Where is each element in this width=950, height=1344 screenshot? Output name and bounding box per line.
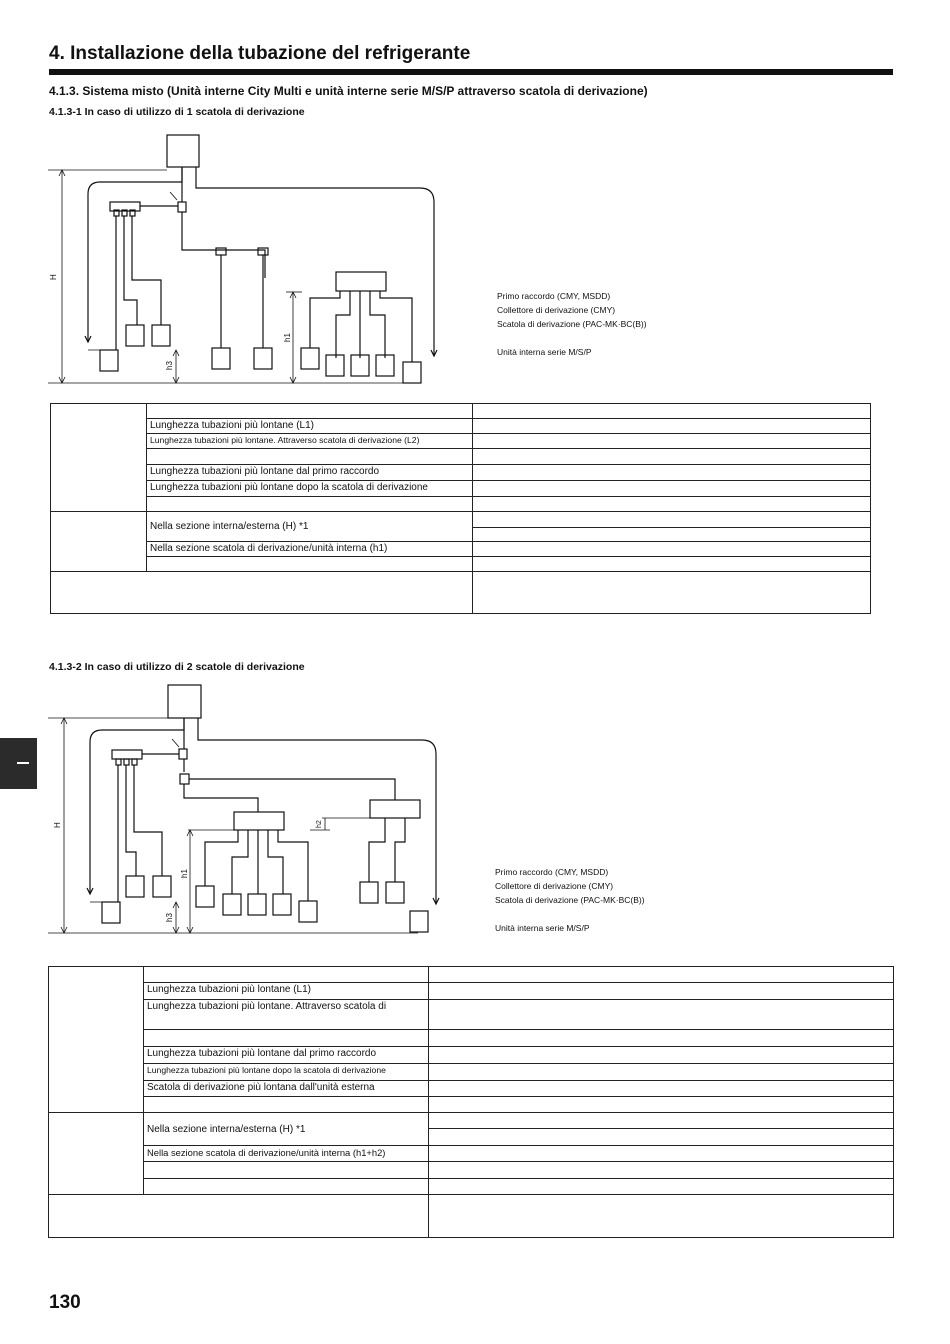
table-cell: Nella sezione interna/esterna (H) *1	[146, 511, 473, 542]
indoor-unit	[359, 881, 379, 904]
label-h2: h2	[316, 820, 323, 828]
piping-diagram-2: H h3 h2 h1	[48, 684, 440, 934]
branch-header	[111, 749, 143, 760]
legend-item: Primo raccordo (CMY, MSDD)	[495, 867, 609, 877]
table-cell: Nella sezione interna/esterna (H) *1	[143, 1112, 429, 1146]
indoor-unit	[253, 347, 273, 370]
outdoor-unit	[167, 684, 202, 719]
label-h3: h3	[165, 361, 174, 370]
section-title: 4.1.3. Sistema misto (Unità interne City…	[49, 84, 648, 98]
language-tab	[0, 738, 37, 789]
legend-1: Primo raccordo (CMY, MSDD) Collettore di…	[497, 289, 647, 359]
branch-joint	[257, 247, 269, 256]
table-cell	[143, 1029, 429, 1047]
indoor-unit	[402, 361, 422, 384]
label-h3: h3	[165, 913, 174, 922]
outdoor-unit	[166, 134, 200, 168]
indoor-unit	[151, 324, 171, 347]
table-group-cell	[50, 403, 147, 512]
legend-item: Collettore di derivazione (CMY)	[495, 881, 614, 891]
tab-mark	[17, 762, 29, 764]
table-cell: Scatola di derivazione più lontana dall'…	[143, 1080, 429, 1097]
indoor-unit	[195, 885, 215, 908]
indoor-unit	[125, 875, 145, 898]
page-number: 130	[49, 1292, 81, 1313]
branch-joint	[215, 247, 227, 256]
table-cell: Lunghezza tubazioni più lontane dal prim…	[143, 1046, 429, 1064]
indoor-unit	[99, 349, 119, 372]
table-cell	[143, 1096, 429, 1113]
table-cell	[146, 496, 473, 512]
indoor-unit	[375, 354, 395, 377]
table-group-cell	[50, 511, 147, 572]
title-rule	[49, 69, 893, 75]
indoor-unit	[385, 881, 405, 904]
indoor-unit	[152, 875, 172, 898]
diagram2-title: 4.1.3-2 In caso di utilizzo di 2 scatole…	[49, 661, 305, 673]
label-h1: h1	[283, 333, 292, 342]
first-joint	[177, 201, 187, 213]
branch-box	[369, 799, 421, 819]
table-cell	[143, 1161, 429, 1179]
table-cell	[143, 1178, 429, 1195]
indoor-unit	[247, 893, 267, 916]
indoor-unit	[101, 901, 121, 924]
label-H: H	[53, 822, 62, 828]
legend-item: Scatola di derivazione (PAC-MK·BC(B))	[497, 319, 647, 329]
table-cell	[146, 448, 473, 465]
table-cell	[48, 1194, 429, 1238]
indoor-unit	[325, 354, 345, 377]
indoor-unit	[125, 324, 145, 347]
table-cell	[146, 556, 473, 572]
indoor-unit	[300, 347, 320, 370]
legend-item: Collettore di derivazione (CMY)	[497, 305, 616, 315]
first-joint	[178, 748, 188, 760]
table-cell: Lunghezza tubazioni più lontane. Attrave…	[143, 999, 429, 1030]
indoor-unit	[222, 893, 242, 916]
table-cell: Nella sezione scatola di derivazione/uni…	[143, 1145, 429, 1162]
indoor-unit	[350, 354, 370, 377]
spec-table-1: Lunghezza tubazioni più lontane (L1) Lun…	[50, 403, 871, 614]
legend-item: Unità interna serie M/S/P	[497, 347, 592, 357]
legend-item	[497, 331, 647, 345]
indoor-unit	[409, 910, 429, 933]
table-cell	[143, 966, 429, 983]
table-cell: Lunghezza tubazioni più lontane (L1)	[143, 982, 429, 1000]
spec-table-2: Lunghezza tubazioni più lontane (L1) Lun…	[48, 966, 894, 1238]
table-group-cell	[48, 1112, 144, 1195]
table-cell: Lunghezza tubazioni più lontane. Attrave…	[146, 433, 473, 449]
branch-box	[233, 811, 285, 831]
table-cell: Lunghezza tubazioni più lontane (L1)	[146, 418, 473, 434]
legend-2: Primo raccordo (CMY, MSDD) Collettore di…	[495, 865, 645, 935]
indoor-unit	[298, 900, 318, 923]
indoor-unit	[211, 347, 231, 370]
page-title: 4. Installazione della tubazione del ref…	[49, 43, 471, 64]
piping-diagram-1: H h3 h1	[48, 134, 438, 384]
table-cell: Nella sezione scatola di derivazione/uni…	[146, 541, 473, 557]
table-cell	[50, 571, 473, 614]
legend-item: Primo raccordo (CMY, MSDD)	[497, 291, 611, 301]
table-cell: Lunghezza tubazioni più lontane dopo la …	[143, 1063, 429, 1081]
table-cell	[146, 403, 473, 419]
table-group-cell	[48, 966, 144, 1113]
diagram1-title: 4.1.3-1 In caso di utilizzo di 1 scatola…	[49, 106, 305, 118]
indoor-unit	[272, 893, 292, 916]
branch-joint	[179, 773, 190, 785]
label-H: H	[49, 274, 58, 280]
legend-item	[495, 907, 645, 921]
table-cell: Lunghezza tubazioni più lontane dal prim…	[146, 464, 473, 481]
label-h1: h1	[180, 869, 189, 878]
legend-item: Scatola di derivazione (PAC-MK·BC(B))	[495, 895, 645, 905]
table-cell: Lunghezza tubazioni più lontane dopo la …	[146, 480, 473, 497]
legend-item: Unità interna serie M/S/P	[495, 923, 590, 933]
branch-box	[335, 271, 387, 292]
